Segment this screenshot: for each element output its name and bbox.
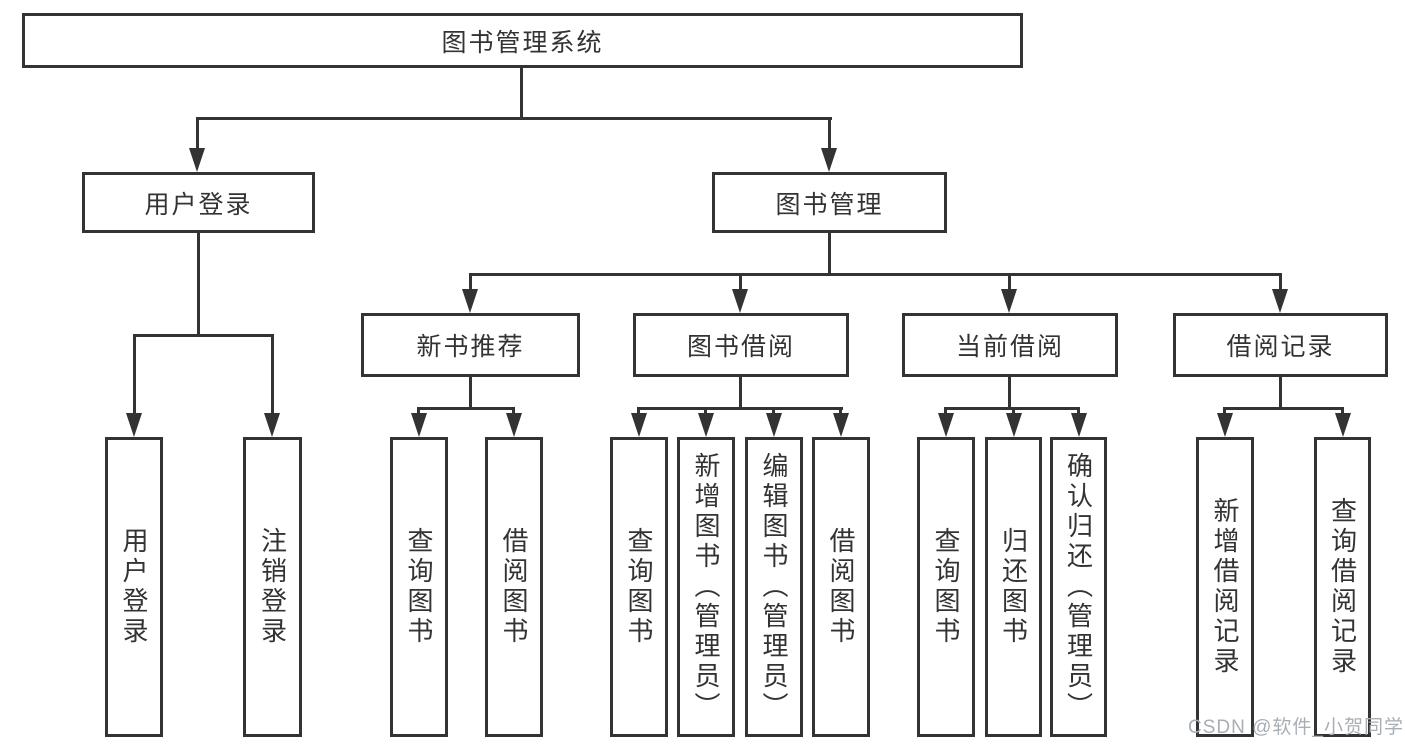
connector-drop-add-borrow-record (1223, 407, 1226, 417)
arrowhead-down-icon (506, 413, 522, 437)
node-label: 借阅图书 (826, 527, 856, 647)
connector-current-stem (1008, 377, 1011, 410)
connector-borrowing-rail (637, 407, 843, 410)
node-label: 确认归还（管理员） (1063, 452, 1094, 722)
node-label: 图书借阅 (686, 333, 795, 361)
connector-drop-current-borrowing (1008, 273, 1011, 293)
node-label: 借阅记录 (1226, 333, 1335, 361)
node-return-books: 归还图书 (985, 437, 1042, 737)
node-label: 新增图书（管理员） (691, 452, 721, 722)
connector-records-stem (1279, 377, 1282, 410)
node-label: 用户登录 (119, 527, 149, 647)
connector-drop-borrow-books-borrowing (839, 407, 842, 417)
arrowhead-down-icon (938, 413, 954, 437)
node-label: 当前借阅 (955, 333, 1064, 361)
arrowhead-down-icon (1071, 413, 1087, 437)
node-new-book-recommendation: 新书推荐 (361, 313, 580, 377)
connector-root-stem (520, 68, 523, 120)
node-query-books-recommend: 查询图书 (390, 437, 448, 737)
node-query-books-borrowing: 查询图书 (610, 437, 668, 737)
connector-drop-query-books-recommend (417, 407, 420, 417)
node-label: 新增借阅记录 (1210, 497, 1240, 677)
arrowhead-down-icon (1006, 413, 1022, 437)
connector-drop-query-books-borrowing (637, 407, 640, 417)
csdn-watermark: CSDN @软件_小贺同学 (1188, 717, 1404, 738)
arrowhead-down-icon (264, 413, 280, 437)
arrowhead-down-icon (1001, 289, 1017, 313)
node-library-management-system: 图书管理系统 (22, 13, 1023, 68)
arrowhead-down-icon (698, 413, 714, 437)
node-confirm-return-admin: 确认归还（管理员） (1050, 437, 1107, 737)
node-user-login: 用户登录 (82, 172, 315, 233)
node-add-books-admin: 新增图书（管理员） (677, 437, 735, 737)
node-label: 用户登录 (144, 190, 253, 219)
node-edit-books-admin: 编辑图书（管理员） (745, 437, 803, 737)
connector-drop-add-books-admin (704, 407, 707, 417)
connector-recommend-stem (469, 377, 472, 410)
node-user-login-leaf: 用户登录 (105, 437, 163, 737)
connector-drop-new-book-recommendation (469, 273, 472, 293)
arrowhead-down-icon (821, 148, 837, 172)
arrowhead-down-icon (766, 413, 782, 437)
node-label: 图书管理系统 (441, 28, 604, 57)
node-book-management: 图书管理 (712, 172, 947, 233)
arrowhead-down-icon (1335, 413, 1351, 437)
node-query-books-current: 查询图书 (917, 437, 975, 737)
connector-user-login-rail (133, 334, 274, 337)
node-logout-leaf: 注销登录 (243, 437, 302, 737)
connector-drop-query-books-current (944, 407, 947, 417)
connector-drop-borrow-books-recommend (512, 407, 515, 417)
connector-drop-borrowing-records (1279, 273, 1282, 293)
node-label: 借阅图书 (499, 527, 529, 647)
arrowhead-down-icon (411, 413, 427, 437)
connector-records-rail (1223, 407, 1343, 410)
connector-drop-logout-leaf (271, 334, 274, 417)
node-borrow-books-recommend: 借阅图书 (485, 437, 543, 737)
arrowhead-down-icon (732, 289, 748, 313)
connector-drop-user-login-leaf (133, 334, 136, 417)
node-book-borrowing: 图书借阅 (633, 313, 849, 377)
connector-user-login-stem (197, 233, 200, 337)
node-label: 新书推荐 (416, 333, 525, 361)
node-query-borrow-record: 查询借阅记录 (1314, 437, 1371, 737)
arrowhead-down-icon (631, 413, 647, 437)
connector-book-mgmt-stem (828, 233, 831, 276)
node-label: 查询图书 (931, 527, 961, 647)
arrowhead-down-icon (462, 289, 478, 313)
node-label: 查询图书 (404, 527, 434, 647)
connector-drop-edit-books-admin (772, 407, 775, 417)
connector-drop-query-borrow-record (1341, 407, 1344, 417)
connector-book-mgmt-rail (469, 273, 1282, 276)
connector-drop-user-login (196, 117, 199, 151)
node-label: 查询借阅记录 (1327, 497, 1358, 677)
connector-drop-confirm-return-admin (1077, 407, 1080, 417)
connector-borrowing-stem (739, 377, 742, 410)
arrowhead-down-icon (126, 413, 142, 437)
node-current-borrowing: 当前借阅 (902, 313, 1118, 377)
node-add-borrow-record: 新增借阅记录 (1196, 437, 1254, 737)
node-label: 归还图书 (998, 527, 1029, 647)
connector-recommend-rail (417, 407, 515, 410)
connector-drop-book-management (828, 117, 831, 151)
node-label: 注销登录 (257, 527, 288, 647)
connector-root-rail (196, 117, 832, 120)
arrowhead-down-icon (1272, 289, 1288, 313)
node-label: 图书管理 (775, 190, 884, 219)
connector-drop-return-books (1012, 407, 1015, 417)
node-borrow-books-borrowing: 借阅图书 (812, 437, 870, 737)
node-borrowing-records: 借阅记录 (1173, 313, 1388, 377)
node-label: 查询图书 (624, 527, 654, 647)
arrowhead-down-icon (1217, 413, 1233, 437)
arrowhead-down-icon (833, 413, 849, 437)
connector-drop-book-borrowing (739, 273, 742, 293)
arrowhead-down-icon (189, 148, 205, 172)
node-label: 编辑图书（管理员） (759, 452, 789, 722)
